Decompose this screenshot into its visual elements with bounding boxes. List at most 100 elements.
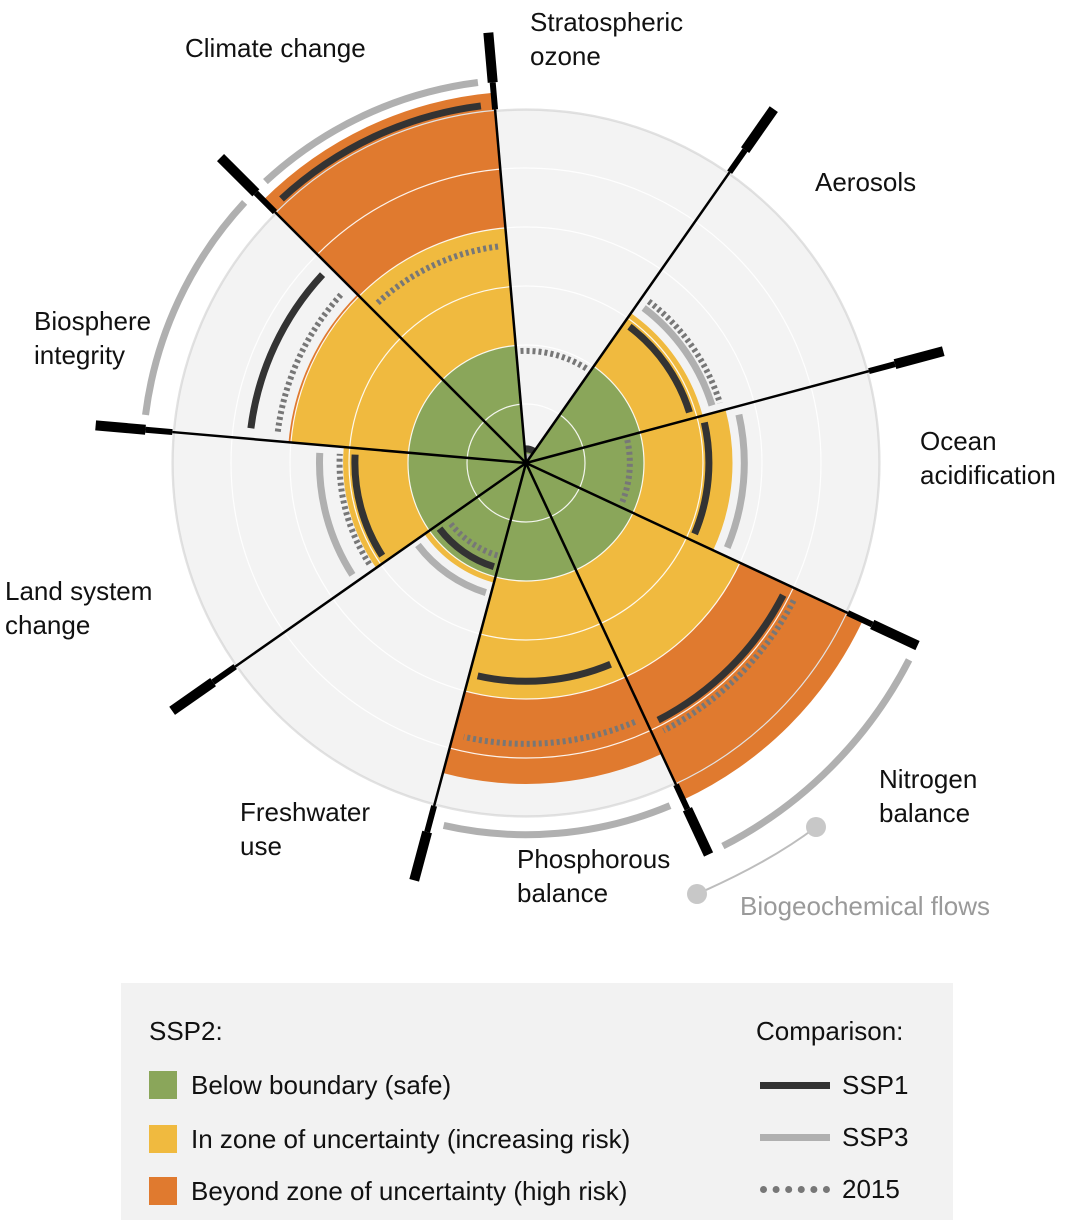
grid-rings xyxy=(171,108,881,818)
grid-ring-5 xyxy=(230,167,822,759)
wedges xyxy=(263,92,863,800)
label-biosphere-integrity: Biosphere integrity xyxy=(34,306,152,370)
ssp1-arc-stratospheric-ozone xyxy=(525,445,536,455)
label-aerosols: Aerosols xyxy=(815,167,917,197)
divider-outer-4 xyxy=(870,619,920,651)
connector-line xyxy=(696,826,817,895)
divider-inner-1 xyxy=(493,109,528,464)
legend-line-ssp1 xyxy=(760,1081,830,1089)
ssp1-arc-biosphere-integrity xyxy=(247,272,326,429)
wedge-uncertain-land-system-change xyxy=(343,447,430,568)
divider-mid-7 xyxy=(211,664,237,685)
divider-mid-9 xyxy=(253,190,278,215)
legend-label-high: Beyond zone of uncertainty (high risk) xyxy=(191,1176,628,1206)
annotation-connector xyxy=(687,817,826,904)
label-land-system-change: Land system change xyxy=(5,576,153,640)
divider-outer-9 xyxy=(216,153,260,197)
wedge-safe-phosphorous-balance xyxy=(495,463,576,581)
grid-ring-3 xyxy=(348,285,704,641)
divider-mid-2 xyxy=(727,148,748,174)
wedge-safe-climate-change xyxy=(442,345,526,463)
divider-mid-5 xyxy=(673,783,691,811)
wedge-uncertain-freshwater-use xyxy=(424,530,496,583)
ssp1-arc-land-system-change xyxy=(351,454,386,558)
wedge-high-nitrogen-balance xyxy=(625,562,863,800)
legend-line-ssp3 xyxy=(760,1133,830,1141)
divider-outer-5 xyxy=(682,807,714,857)
planetary-boundaries-chart xyxy=(95,32,945,904)
grid-ring-6 xyxy=(171,108,881,818)
divider-inner-6 xyxy=(432,462,528,807)
wedge-safe-land-system-change xyxy=(408,452,526,531)
connector-dot-top xyxy=(806,817,826,837)
divider-outer-6 xyxy=(409,830,432,882)
label-phosphorous-balance: Phosphorous balance xyxy=(517,844,671,908)
legend-item-high: Beyond zone of uncertainty (high risk) xyxy=(149,1174,627,1208)
divider-outer-7 xyxy=(169,678,216,715)
divider-outer-3 xyxy=(893,346,945,369)
divider-mid-6 xyxy=(424,805,438,833)
legend-item-ssp3: SSP3 xyxy=(760,1120,909,1154)
wedge-high-climate-change xyxy=(263,92,506,297)
legend-label-2015: 2015 xyxy=(842,1174,900,1204)
legend-label-ssp3: SSP3 xyxy=(842,1122,909,1152)
comparison-arcs xyxy=(142,79,913,850)
legend-label-uncertain: In zone of uncertainty (increasing risk) xyxy=(191,1124,631,1154)
legend-item-uncertain: In zone of uncertainty (increasing risk) xyxy=(149,1122,630,1156)
divider-mid-4 xyxy=(846,610,874,628)
legend-label-safe: Below boundary (safe) xyxy=(191,1070,452,1100)
ssp3-arc-nitrogen-balance xyxy=(721,658,913,850)
wedge-uncertain-phosphorous-balance xyxy=(464,569,626,700)
legend-swatch-uncertain xyxy=(149,1125,177,1153)
grid-ring-4 xyxy=(289,226,763,700)
legend-item-safe: Below boundary (safe) xyxy=(149,1068,451,1102)
ssp3-arc-phosphorous-balance xyxy=(442,802,672,839)
divider-inner-4 xyxy=(525,461,849,615)
sector-dividers xyxy=(95,32,945,882)
label-ocean-acidification: Ocean acidification xyxy=(920,426,1056,490)
wedge-uncertain-nitrogen-balance xyxy=(575,512,740,677)
legend-line-2015 xyxy=(760,1185,830,1193)
wedge-uncertain-biosphere-integrity xyxy=(290,296,443,453)
divider-inner-9 xyxy=(274,211,527,464)
grid-ring-1 xyxy=(466,403,586,523)
y2015-arc-land-system-change xyxy=(336,453,372,566)
ssp3-arc-climate-change xyxy=(263,79,479,185)
wedge-uncertain-aerosols xyxy=(593,313,703,433)
ssp1-arc-ocean-acidification xyxy=(691,421,713,536)
wedge-safe-biosphere-integrity xyxy=(408,379,526,463)
legend-label-ssp1: SSP1 xyxy=(842,1070,909,1100)
legend-title-ssp2: SSP2: xyxy=(149,1016,223,1046)
divider-outer-2 xyxy=(741,106,778,153)
y2015-arc-phosphorous-balance xyxy=(463,719,636,747)
divider-outer-1 xyxy=(483,32,498,83)
legend: SSP2: Below boundary (safe) In zone of u… xyxy=(121,983,953,1220)
ssp3-arc-ocean-acidification xyxy=(724,413,748,549)
label-freshwater-use: Freshwater use xyxy=(240,797,371,861)
divider-inner-8 xyxy=(172,430,527,465)
divider-inner-5 xyxy=(524,462,678,786)
legend-title-comparison: Comparison: xyxy=(756,1016,904,1046)
divider-mid-3 xyxy=(868,361,896,375)
connector-dot-bottom xyxy=(687,884,707,904)
legend-item-2015: 2015 xyxy=(760,1172,900,1206)
divider-mid-8 xyxy=(145,426,173,436)
ssp1-arc-phosphorous-balance xyxy=(476,661,612,685)
legend-swatch-safe xyxy=(149,1071,177,1099)
y2015-arc-climate-change xyxy=(375,243,500,306)
y2015-arc-freshwater-use xyxy=(446,519,499,559)
wedge-safe-nitrogen-balance xyxy=(526,463,633,570)
label-climate-change: Climate change xyxy=(185,33,366,63)
y2015-arc-ocean-acidification xyxy=(618,439,633,505)
ssp1-arc-aerosols xyxy=(627,323,693,414)
label-stratospheric-ozone: Stratospheric ozone xyxy=(530,7,684,71)
label-biogeochemical-flows: Biogeochemical flows xyxy=(740,891,991,921)
divider-outer-8 xyxy=(95,420,146,435)
ssp1-arc-freshwater-use xyxy=(436,526,496,571)
legend-item-ssp1: SSP1 xyxy=(760,1068,909,1102)
divider-inner-3 xyxy=(525,369,870,465)
ssp3-arc-biosphere-integrity xyxy=(142,200,248,416)
wedge-safe-ocean-acidification xyxy=(526,432,644,513)
divider-inner-7 xyxy=(234,461,527,668)
ssp3-arc-land-system-change xyxy=(316,452,356,577)
